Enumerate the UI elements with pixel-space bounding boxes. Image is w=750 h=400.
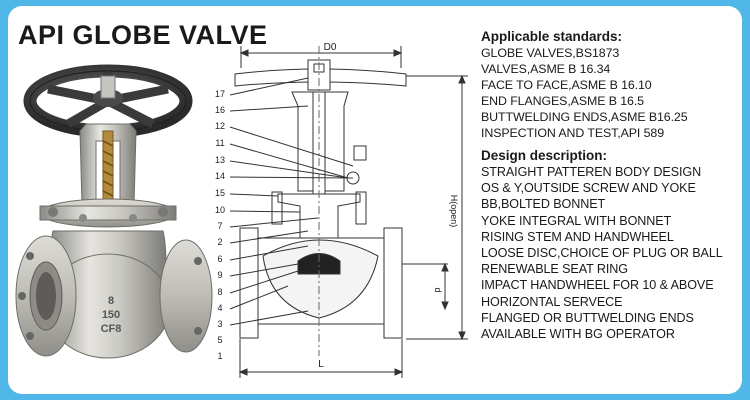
design-item: RISING STEM AND HANDWHEEL bbox=[481, 229, 674, 244]
design-item: LOOSE DISC,CHOICE OF PLUG OR BALL bbox=[481, 246, 723, 261]
dimension-h-open-label: H(open) bbox=[449, 195, 459, 228]
part-number-label: 16 bbox=[215, 105, 225, 115]
design-item: BB,BOLTED BONNET bbox=[481, 197, 606, 212]
design-item: OS & Y,OUTSIDE SCREW AND YOKE bbox=[481, 181, 696, 196]
specifications-panel: Applicable standards: GLOBE VALVES,BS187… bbox=[481, 28, 739, 342]
part-number-label: 10 bbox=[215, 205, 225, 215]
valve-photo: 8 150 CF8 bbox=[15, 64, 213, 359]
part-number-label: 12 bbox=[215, 121, 225, 131]
dimension-l-label: L bbox=[318, 359, 324, 370]
drawing-disc bbox=[297, 253, 341, 275]
part-number-label: 1 bbox=[217, 351, 222, 361]
standards-heading: Applicable standards: bbox=[481, 29, 623, 44]
body-marking-size: 8 bbox=[108, 295, 114, 307]
part-number-label: 4 bbox=[217, 303, 222, 313]
standards-list: GLOBE VALVES,BS1873 VALVES,ASME B 16.34 … bbox=[481, 45, 739, 141]
drawing-right-flange bbox=[383, 227, 403, 339]
valve-technical-drawing: D0 H(open) d L 17 16 12 11 13 14 15 10 7… bbox=[215, 42, 468, 378]
standards-item: FACE TO FACE,ASME B 16.10 bbox=[481, 78, 652, 92]
part-number-label: 14 bbox=[215, 171, 225, 181]
part-number-label: 7 bbox=[217, 221, 222, 231]
part-number-label: 9 bbox=[217, 270, 222, 280]
design-item: HORIZONTAL SERVECE bbox=[481, 294, 623, 309]
dimension-d0-label: D0 bbox=[324, 42, 337, 53]
part-number-label: 6 bbox=[217, 254, 222, 264]
part-number-label: 13 bbox=[215, 155, 225, 165]
standards-item: BUTTWELDING ENDS,ASME B16.25 bbox=[481, 110, 688, 124]
part-number-label: 17 bbox=[215, 89, 225, 99]
part-number-label: 11 bbox=[215, 138, 224, 148]
dimension-d-label: d bbox=[433, 287, 443, 292]
design-heading: Design description: bbox=[481, 148, 608, 163]
body-marking-class: 150 bbox=[102, 309, 120, 321]
body-marking-material: CF8 bbox=[101, 323, 122, 335]
handwheel-spokes bbox=[47, 72, 169, 129]
design-list: STRAIGHT PATTEREN BODY DESIGN OS & Y,OUT… bbox=[481, 164, 739, 342]
standards-item: END FLANGES,ASME B 16.5 bbox=[481, 94, 644, 108]
drawing-bonnet bbox=[277, 193, 361, 239]
part-number-label: 8 bbox=[217, 287, 222, 297]
design-item: STRAIGHT PATTEREN BODY DESIGN bbox=[481, 165, 702, 179]
right-flange bbox=[159, 239, 213, 353]
design-item: AVAILABLE WITH BG OPERATOR bbox=[481, 327, 675, 342]
design-item: FLANGED OR BUTTWELDING ENDS bbox=[481, 310, 694, 325]
product-card: 8 150 CF8 API GLOBE VALVE bbox=[8, 6, 742, 394]
standards-item: INSPECTION AND TEST,API 589 bbox=[481, 126, 664, 140]
design-item: IMPACT HANDWHEEL FOR 10 & ABOVE bbox=[481, 278, 714, 293]
part-number-label: 2 bbox=[217, 237, 222, 247]
part-number-label: 15 bbox=[215, 188, 225, 198]
page-title: API GLOBE VALVE bbox=[18, 20, 268, 50]
standards-item: GLOBE VALVES,BS1873 bbox=[481, 46, 620, 60]
design-item: YOKE INTEGRAL WITH BONNET bbox=[481, 213, 672, 228]
standards-item: VALVES,ASME B 16.34 bbox=[481, 62, 611, 76]
part-number-label: 3 bbox=[217, 319, 222, 329]
design-item: RENEWABLE SEAT RING bbox=[481, 262, 628, 277]
part-number-label: 5 bbox=[217, 335, 222, 345]
